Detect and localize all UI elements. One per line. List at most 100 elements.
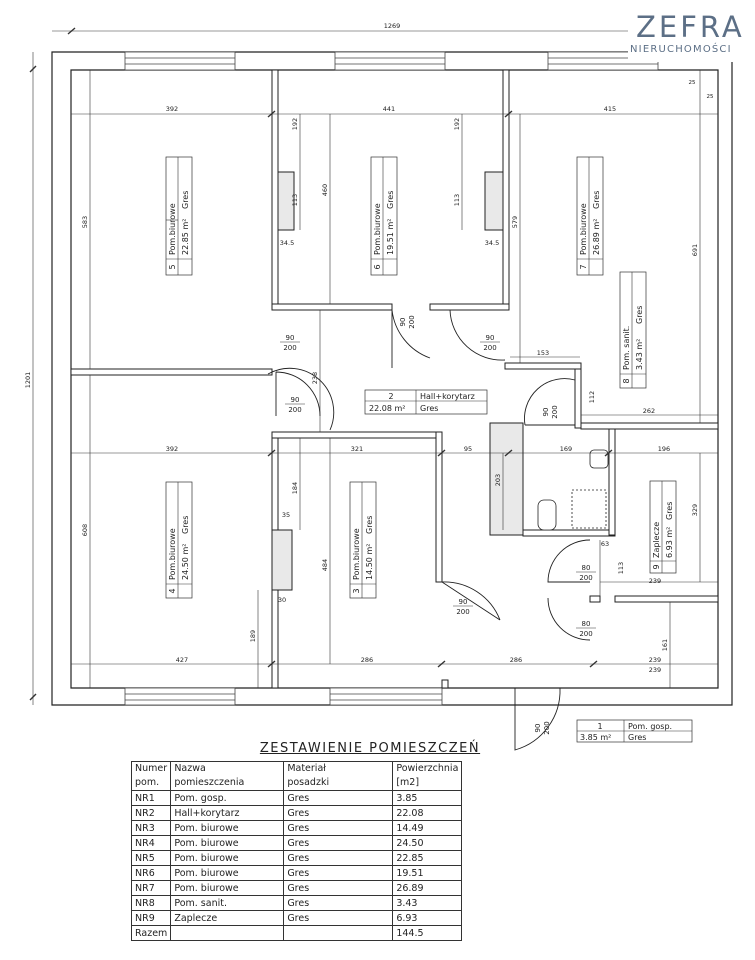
table-cell: NR2: [130, 805, 172, 821]
svg-text:200: 200: [456, 608, 469, 616]
svg-text:Pom. gosp.: Pom. gosp.: [628, 722, 672, 731]
dim-label: 286: [510, 656, 522, 664]
table-cell: 26.89: [392, 880, 463, 896]
logo-subtitle: NIERUCHOMOŚCI: [630, 44, 732, 55]
room-label-2: 2 Hall+korytarz 22.08 m² Gres: [364, 389, 488, 415]
table-cell: NR5: [130, 850, 172, 866]
dim-label: 441: [383, 105, 395, 113]
table-cell: 144.5: [392, 925, 463, 941]
dim-label: 239: [649, 666, 661, 674]
dim-label: 262: [643, 407, 655, 415]
door-label: 200: [543, 721, 551, 734]
svg-text:90: 90: [286, 334, 295, 342]
dim-label: 238: [311, 372, 319, 384]
dim-label: 184: [291, 482, 299, 494]
table-cell: Gres: [283, 910, 394, 926]
room-label-6: 6 Pom.biurowe 19.51 m² Gres: [370, 156, 398, 276]
table-cell: NR3: [130, 820, 172, 836]
table-cell: Pom. biurowe: [170, 880, 285, 896]
door-label: 200: [551, 405, 559, 418]
svg-text:Gres: Gres: [386, 191, 395, 209]
svg-text:80: 80: [582, 620, 591, 628]
dim-overall-width: 1269: [384, 22, 401, 30]
svg-text:80: 80: [582, 564, 591, 572]
dim-label: 691: [691, 244, 699, 256]
svg-text:Gres: Gres: [592, 191, 601, 209]
svg-text:200: 200: [483, 344, 496, 352]
dim-label: 35: [282, 511, 290, 519]
svg-text:200: 200: [288, 406, 301, 414]
svg-text:90: 90: [459, 598, 468, 606]
dim-overall-height: 1201: [24, 372, 32, 389]
dim-label: 113: [291, 194, 299, 206]
room-label-5: 5 Pom.biurowe 22.85 m² Gres: [165, 156, 193, 276]
svg-text:200: 200: [283, 344, 296, 352]
svg-text:90: 90: [486, 334, 495, 342]
sanitary-fixtures: [537, 449, 609, 531]
dim-label: 329: [691, 504, 699, 516]
table-cell: Gres: [283, 820, 394, 836]
svg-text:Gres: Gres: [665, 502, 674, 520]
table-cell: Gres: [283, 880, 394, 896]
room-label-3: 3 Pom.biurowe 14.50 m² Gres: [349, 481, 377, 599]
svg-text:Gres: Gres: [420, 404, 438, 413]
svg-text:6: 6: [373, 264, 382, 269]
table-cell: Gres: [283, 835, 394, 851]
svg-text:Zaplecze: Zaplecze: [652, 522, 661, 558]
table-cell: NR8: [130, 895, 172, 911]
room-labels: 5 Pom.biurowe 22.85 m² Gres 6 Pom.biurow…: [165, 156, 693, 743]
table-cell: Gres: [283, 865, 394, 881]
dim-label: 484: [321, 559, 329, 571]
table-cell: Gres: [283, 850, 394, 866]
dim-label: 113: [617, 562, 625, 574]
table-cell: Pom. biurowe: [170, 850, 285, 866]
dim-label: 392: [166, 445, 178, 453]
table-cell: Pom. biurowe: [170, 835, 285, 851]
dim-label: 192: [453, 118, 461, 130]
dim-label: 608: [81, 524, 89, 536]
dim-label: 415: [604, 105, 616, 113]
outer-walls: [51, 51, 733, 706]
dimension-lines: [32, 30, 732, 705]
dim-label: 427: [176, 656, 188, 664]
dim-label: 25: [689, 80, 696, 86]
dim-label: 192: [291, 118, 299, 130]
table-cell: Pom. biurowe: [170, 820, 285, 836]
svg-text:Pom.biurowe: Pom.biurowe: [168, 203, 177, 255]
svg-text:Gres: Gres: [628, 733, 646, 742]
room-label-9: 9 Zaplecze 6.93 m² Gres: [649, 480, 677, 574]
dim-label: 30: [278, 596, 286, 604]
table-cell: Pom. gosp.: [170, 790, 285, 806]
dim-label: 392: [166, 105, 178, 113]
svg-text:19.51 m²: 19.51 m²: [386, 219, 395, 255]
svg-text:4: 4: [168, 588, 177, 593]
dimension-labels: 1269 1201 392 441 415 192 192 113 113 34…: [24, 22, 714, 674]
svg-text:Pom.biurowe: Pom.biurowe: [579, 203, 588, 255]
table-cell: 22.08: [392, 805, 463, 821]
dim-label: 189: [249, 630, 257, 642]
dim-label: 239: [649, 656, 661, 664]
table-cell: 19.51: [392, 865, 463, 881]
svg-text:7: 7: [579, 264, 588, 269]
dim-label: 95: [464, 445, 472, 453]
svg-text:9: 9: [652, 564, 661, 569]
dim-label: 25: [707, 94, 714, 100]
table-cell: [283, 925, 394, 941]
dim-label: 153: [537, 349, 549, 357]
room-label-8: 8 Pom. sanit. 3.43 m² Gres: [619, 271, 647, 389]
table-cell: [170, 925, 285, 941]
